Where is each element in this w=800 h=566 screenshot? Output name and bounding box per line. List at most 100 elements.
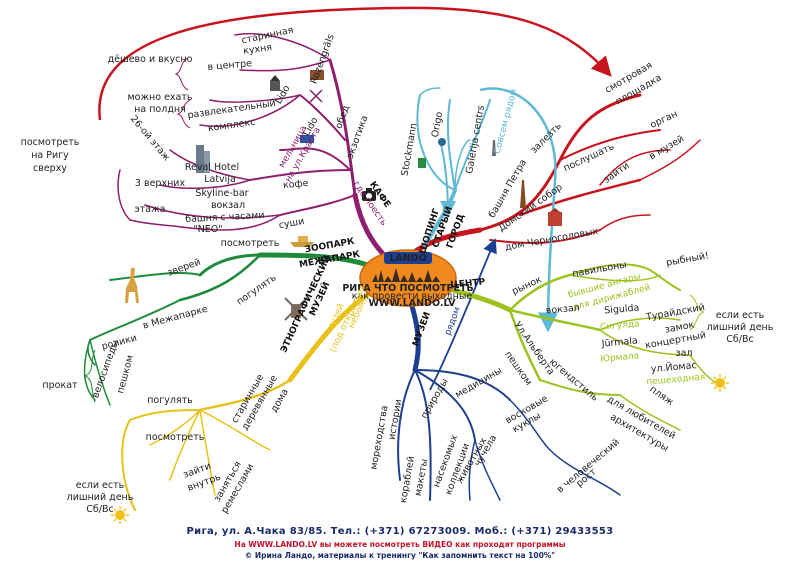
riga-view-arrow	[98, 6, 612, 121]
cafe-item: суши	[278, 216, 305, 231]
center-heading: ЦЕНТР	[450, 277, 486, 290]
museum-item: истории	[387, 398, 405, 440]
zoo-item: пешком	[115, 354, 136, 395]
building-icon	[300, 135, 314, 143]
riga-view-item: на Ригу	[31, 150, 69, 161]
zoo-item: в Межапарке	[142, 304, 209, 332]
museum-arrow	[429, 238, 497, 391]
camera-icon	[362, 188, 376, 201]
center-logo: LANDO	[389, 253, 426, 264]
nearby-arrow	[479, 87, 559, 333]
cafe-item: дёшево и вкусно	[108, 54, 193, 65]
riga-view-item: сверху	[33, 163, 67, 174]
ethno-branch	[121, 282, 388, 511]
center-item: Sigulda	[604, 302, 640, 316]
cafe-item: комплекс	[207, 117, 256, 135]
cafe-item: Skyline-bar	[195, 188, 248, 199]
center-logo-box	[384, 252, 432, 264]
footer-video-note: На WWW.LANDO.LV вы можете посмотреть ВИД…	[234, 540, 566, 549]
center-item: югендстиль	[547, 357, 601, 404]
center-item: Сб/Вс	[726, 334, 753, 345]
center-item: вокзал	[545, 303, 580, 317]
center-item: зал	[676, 348, 693, 359]
tower-icon	[520, 180, 526, 208]
building-icon	[196, 145, 210, 173]
center-item: Jūrmala	[600, 335, 638, 349]
cafe-item: кухня	[243, 42, 273, 57]
ethno-item: Сб/Вс	[86, 504, 113, 515]
church-icon	[548, 208, 562, 226]
ethno-item: погулять	[147, 395, 193, 406]
mill-icon	[309, 89, 323, 103]
sun-icon	[111, 506, 129, 524]
cafe-item: можно ехать	[127, 92, 192, 103]
oldtown-item: послушать	[562, 141, 616, 174]
skyline-icon	[372, 268, 440, 282]
tower-icon	[492, 140, 496, 156]
ethno-item: если есть	[76, 480, 125, 491]
cafe-item: 3 верхних	[135, 178, 186, 189]
center-item: пляж	[647, 384, 675, 408]
building-icon	[310, 70, 324, 80]
cafe-item: на полдня	[134, 104, 186, 115]
shopping-item: Совсем рядом	[493, 88, 520, 155]
shopping-item: Stockmann	[399, 122, 419, 177]
oldtown-item: зайти	[602, 160, 632, 186]
ethno-item: лишний день	[67, 492, 134, 503]
center-item: лишний день	[707, 322, 774, 333]
center-subtitle: как провести выходные	[352, 291, 473, 302]
zoo-item: зверей	[166, 257, 202, 279]
nearby-label: рядом	[443, 306, 463, 337]
zoo-item: прокат	[42, 380, 78, 391]
center-site: WWW.LANDO.LV	[368, 298, 456, 309]
cafe-item: вокзал	[211, 200, 245, 211]
building-icon	[418, 158, 426, 168]
center-title: РИГА ЧТО ПОСМОТРЕТЬ	[342, 283, 473, 294]
cafe-item: в центре	[207, 58, 252, 73]
museum-branch	[397, 297, 621, 501]
footer-copyright: © Ирина Ландо, материалы к тренингу "Как…	[244, 551, 556, 560]
ship-icon	[290, 236, 314, 247]
mill-icon	[284, 297, 308, 321]
church-icon	[270, 75, 280, 91]
lion-icon	[438, 138, 446, 146]
zoo-branch	[83, 252, 383, 406]
riga-view-item: посмотреть	[21, 137, 80, 148]
cafe-brace-2	[176, 99, 191, 129]
cafe-item: кофе	[283, 178, 310, 191]
zoo-brace	[83, 349, 96, 403]
giraffe-icon	[125, 268, 139, 303]
cafe-item: башня с часами	[185, 210, 265, 225]
oldtown-item: орган	[649, 109, 680, 131]
cafe-item: Reval Hotel	[185, 162, 239, 173]
oldtown-item: в музей	[647, 133, 686, 162]
center-item: ул.Йомас	[650, 359, 697, 375]
cafe-item: экзотика	[345, 114, 371, 160]
center-brace	[689, 294, 705, 331]
cafe-item: этажа	[135, 204, 166, 215]
cafe-item: 26-ой этаж	[128, 114, 172, 164]
zoo-item: посмотреть	[221, 238, 280, 249]
museum-item: медицины	[453, 365, 504, 401]
cafe-item: Latvija	[204, 174, 236, 185]
museum-item: в человеческий	[555, 437, 622, 496]
cafe-item: "NEO"	[193, 224, 222, 235]
center-node	[359, 249, 457, 307]
center-item: Юрмала	[600, 351, 640, 364]
cafe-item: обед	[333, 104, 352, 131]
shopping-item: Origo	[430, 111, 445, 139]
zoo-item: погулять	[235, 272, 279, 307]
cafe-branch	[117, 32, 398, 268]
ethno-item: посмотреть	[146, 432, 205, 443]
shopping-item: Galerija centrs	[464, 104, 487, 174]
cafe-brace-1	[174, 57, 189, 91]
center-item: Сигулда	[600, 319, 640, 332]
center-item: если есть	[716, 310, 765, 321]
center-item: замок	[664, 320, 695, 336]
footer-address: Рига, ул. А.Чака 83/85. Тел.: (+371) 672…	[186, 526, 614, 537]
sun-icon	[711, 374, 729, 392]
center-item: рыбный!	[665, 250, 709, 268]
oldtown-branch	[407, 93, 701, 258]
